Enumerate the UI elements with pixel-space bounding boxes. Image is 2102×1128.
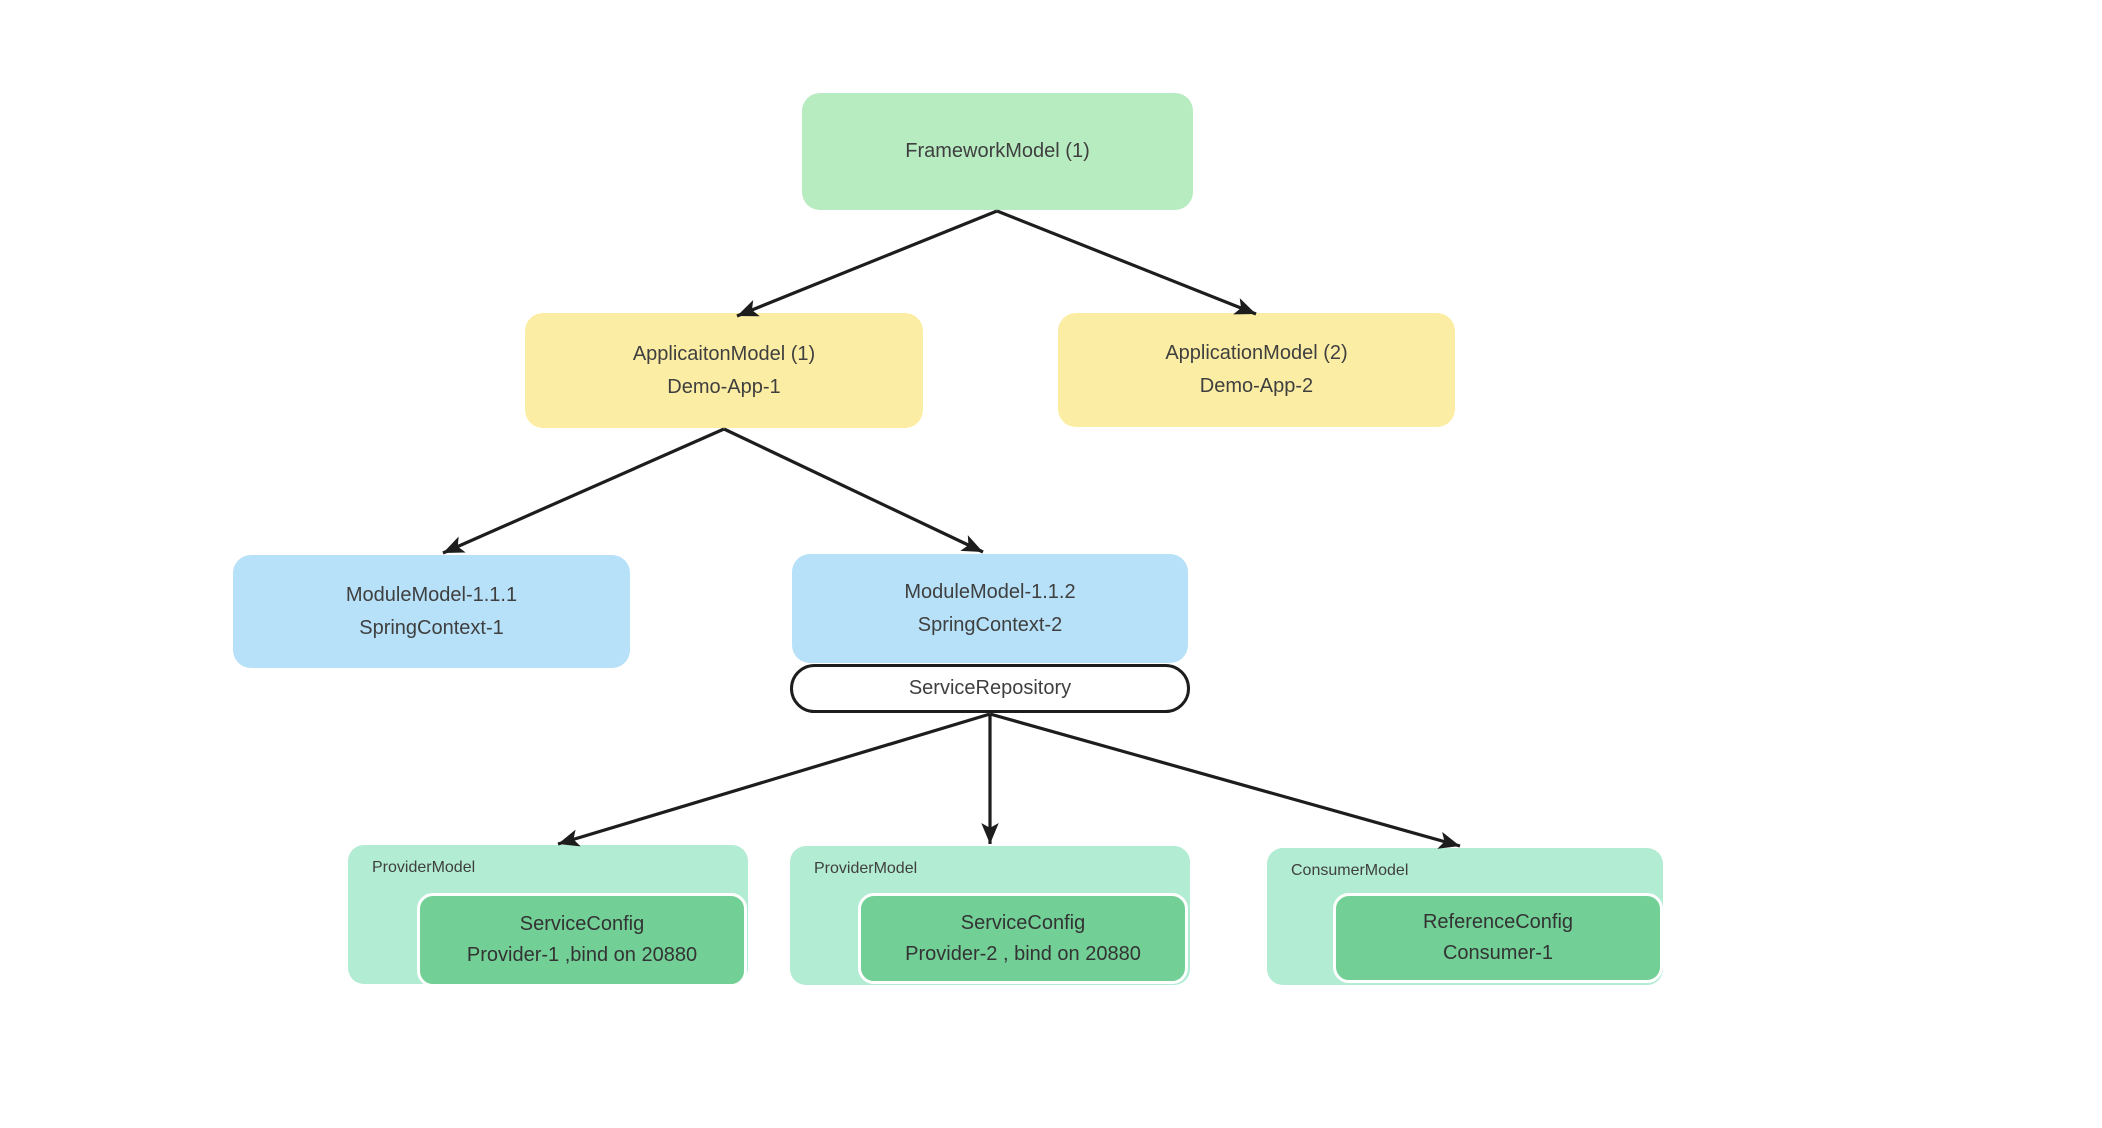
edge-framework-to-app1 — [736, 209, 998, 318]
edge-framework-to-app2 — [996, 209, 1257, 316]
service-config-2-detail: Provider-2 , bind on 20880 — [905, 942, 1141, 965]
module-model-112-title: ModuleModel-1.1.2 — [904, 580, 1076, 603]
consumer-model-1-label: ConsumerModel — [1291, 862, 1409, 879]
application-model-2-subtitle: Demo-App-2 — [1199, 375, 1314, 397]
node-framework-model: FrameworkModel (1) — [802, 93, 1193, 210]
node-module-model-112: ModuleModel-1.1.2 SpringContext-2 — [792, 554, 1188, 663]
service-config-1-title: ServiceConfig — [519, 913, 645, 935]
edge-app1-to-module2 — [723, 427, 984, 554]
module-model-112-subtitle: SpringContext-2 — [917, 613, 1063, 636]
provider-model-1-label: ProviderModel — [372, 859, 476, 876]
node-service-config-2: ServiceConfig Provider-2 , bind on 20880 — [858, 893, 1188, 984]
edge-repository-to-consumer1 — [989, 712, 1461, 849]
module-model-111-title: ModuleModel-1.1.1 — [345, 583, 518, 606]
node-service-repository: ServiceRepository — [790, 664, 1190, 713]
framework-model-label: FrameworkModel (1) — [905, 140, 1090, 162]
application-model-1-subtitle: Demo-App-1 — [667, 375, 781, 398]
edge-repository-to-provider1 — [557, 712, 991, 847]
application-model-1-title: ApplicaitonModel (1) — [632, 342, 816, 365]
reference-config-1-detail: Consumer-1 — [1442, 942, 1554, 964]
application-model-2-title: ApplicationModel (2) — [1165, 342, 1348, 364]
service-repository-label: ServiceRepository — [908, 677, 1072, 699]
reference-config-1-title: ReferenceConfig — [1422, 911, 1574, 933]
module-model-111-subtitle: SpringContext-1 — [359, 616, 504, 639]
service-config-1-detail: Provider-1 ,bind on 20880 — [466, 944, 698, 966]
edge-app1-to-module1 — [442, 427, 725, 555]
node-reference-config-1: ReferenceConfig Consumer-1 — [1333, 893, 1663, 983]
node-application-model-2: ApplicationModel (2) Demo-App-2 — [1058, 313, 1455, 427]
provider-model-2-label: ProviderModel — [814, 860, 918, 877]
node-application-model-1: ApplicaitonModel (1) Demo-App-1 — [525, 313, 923, 428]
node-module-model-111: ModuleModel-1.1.1 SpringContext-1 — [233, 555, 630, 668]
service-config-2-title: ServiceConfig — [960, 911, 1086, 934]
node-service-config-1: ServiceConfig Provider-1 ,bind on 20880 — [417, 893, 747, 987]
